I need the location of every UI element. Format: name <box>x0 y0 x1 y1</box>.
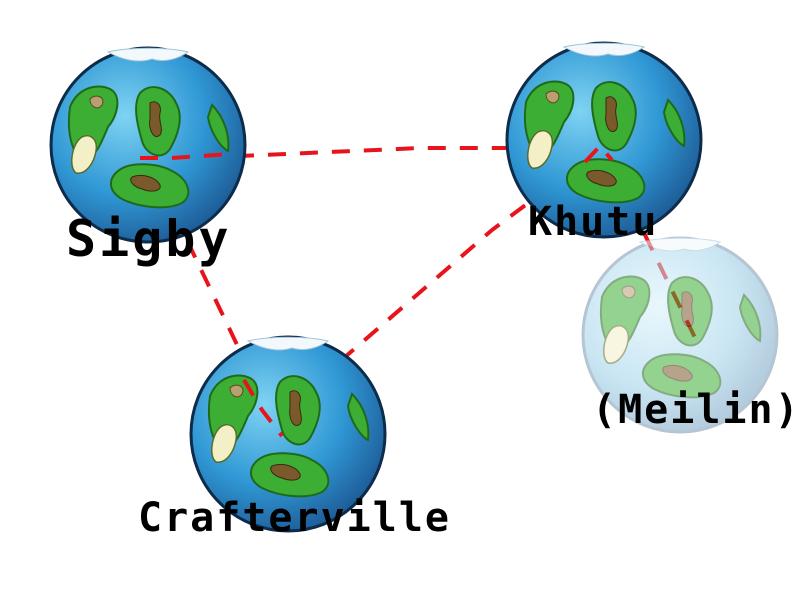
route-arrow-sigby <box>140 152 233 160</box>
planet-khutu[interactable] <box>505 41 703 239</box>
planet-label-sigby: Sigby <box>66 210 232 268</box>
route-arrows <box>140 143 614 438</box>
planet-crafterville[interactable] <box>189 335 387 533</box>
planet-sigby[interactable] <box>49 46 247 244</box>
planet-label-khutu: Khutu <box>528 199 659 245</box>
planet-label-crafterville: Crafterville <box>138 495 451 541</box>
planet-label-meilin: (Meilin) <box>592 387 800 433</box>
planet-meilin[interactable] <box>581 236 779 434</box>
route-arrow-crafterville <box>242 378 284 438</box>
route-arrow-khutu <box>583 143 614 164</box>
